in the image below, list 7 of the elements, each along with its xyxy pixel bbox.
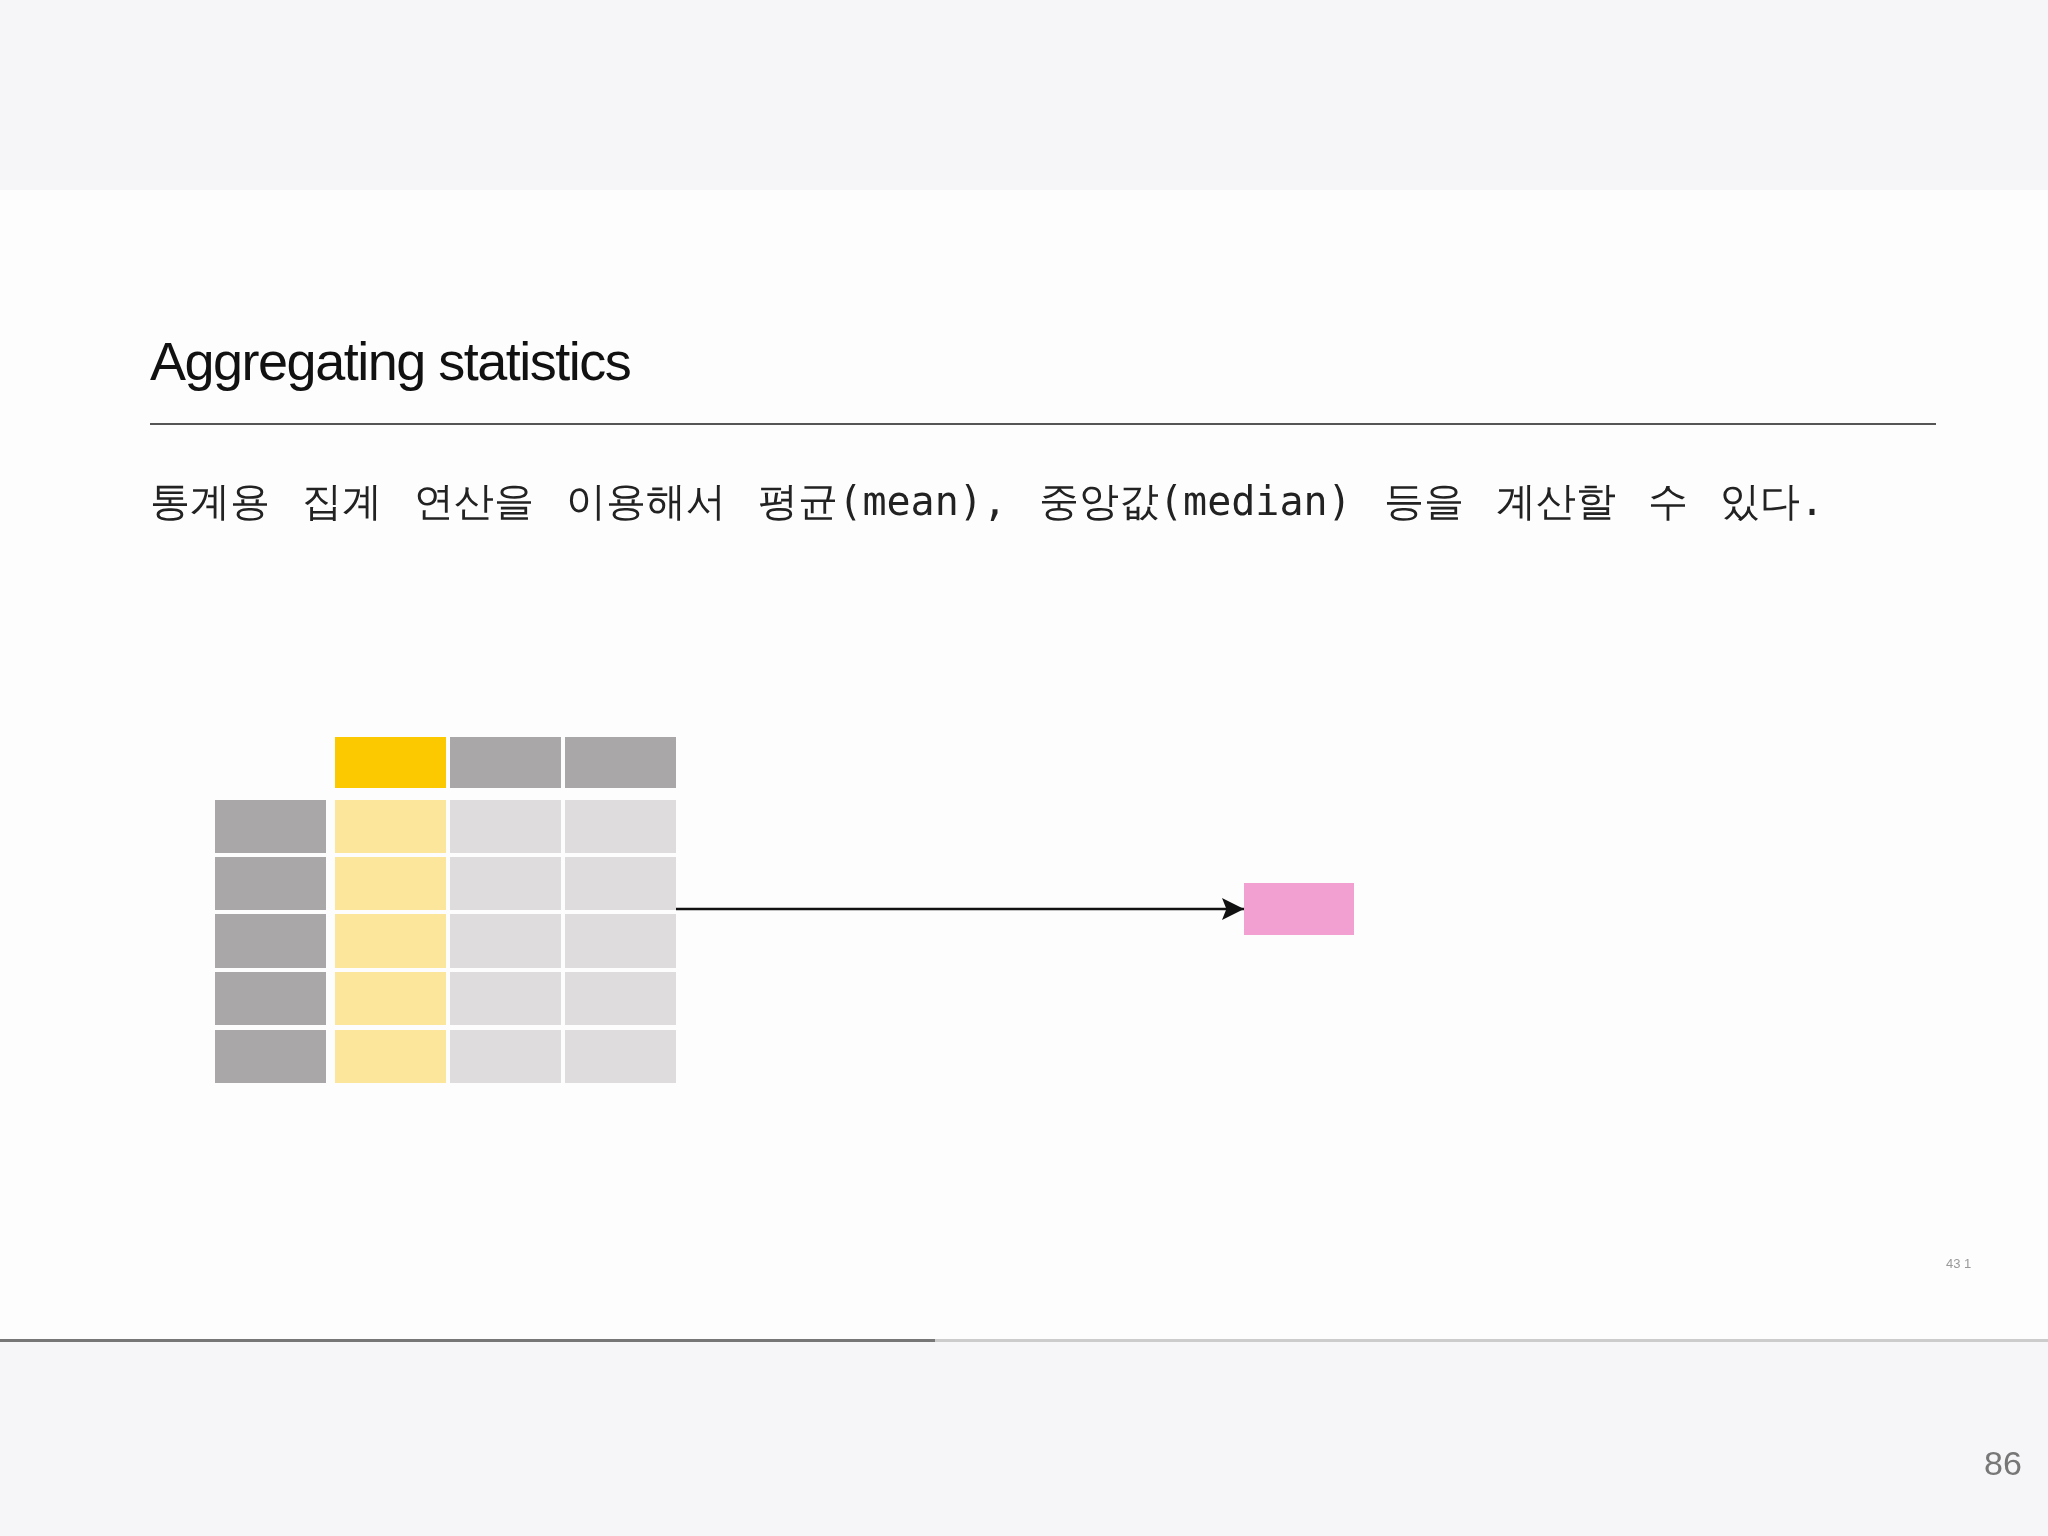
table-drawing (215, 737, 676, 1083)
slide-counter: 43 1 (1946, 1256, 1972, 1271)
arrow (676, 898, 1244, 920)
result-box (1244, 883, 1354, 935)
page-number: 86 (1984, 1444, 2022, 1483)
slide-title: Aggregating statistics (150, 330, 631, 392)
body-text: 통계용 집계 연산을 이용해서 평균(mean), 중앙값(median) 등을 계산할 수 있다. (150, 477, 1826, 526)
